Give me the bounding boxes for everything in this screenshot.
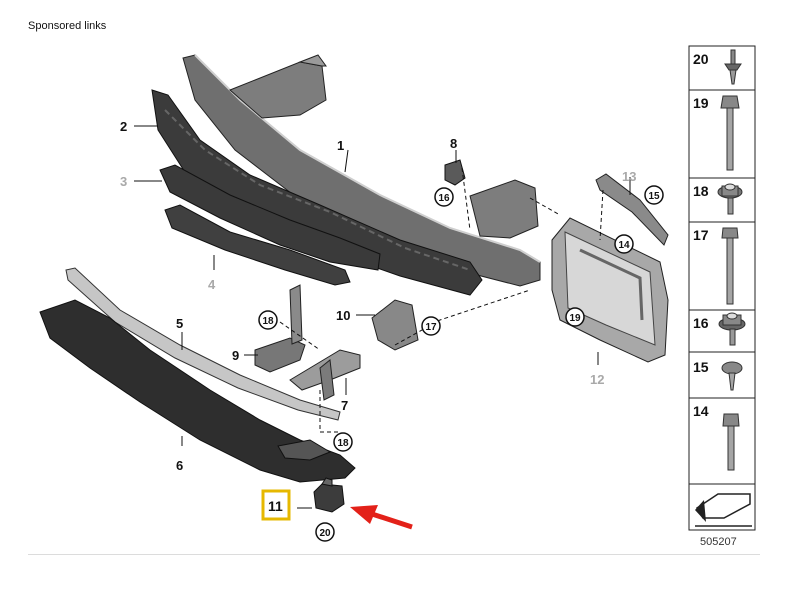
bracket-7[interactable] <box>289 349 361 401</box>
hex-bolt-extra-long-icon <box>721 227 739 305</box>
fastener-17-number: 17 <box>693 227 709 243</box>
fastener-18-cell[interactable]: 18 <box>693 183 743 215</box>
dashed-guide-lines <box>279 167 604 433</box>
circled-label-17: 17 <box>421 316 441 336</box>
svg-text:20: 20 <box>319 528 331 539</box>
pan-head-screw-icon <box>721 361 743 391</box>
fastener-20-cell[interactable]: 20 <box>693 49 742 85</box>
label-part-2: 2 <box>120 119 127 134</box>
bracket-8[interactable] <box>444 159 466 186</box>
circled-label-18-upper: 18 <box>258 310 278 330</box>
svg-text:16: 16 <box>438 193 450 204</box>
fastener-19-cell[interactable]: 19 <box>693 95 740 171</box>
circled-label-14: 14 <box>614 234 634 254</box>
flange-nut-icon <box>718 312 746 346</box>
label-part-9: 9 <box>232 348 239 363</box>
fastener-15-number: 15 <box>693 359 709 375</box>
svg-text:18: 18 <box>262 316 274 327</box>
hex-bolt-long-icon <box>720 95 740 171</box>
hex-bolt-icon <box>722 413 740 471</box>
lower-spoiler[interactable] <box>39 299 356 483</box>
svg-text:18: 18 <box>337 438 349 449</box>
bottom-divider <box>28 554 760 555</box>
fastener-17-cell[interactable]: 17 <box>693 227 739 305</box>
bracket-13[interactable] <box>595 173 669 246</box>
fastener-14-cell[interactable]: 14 <box>693 403 740 471</box>
label-part-10: 10 <box>336 308 350 323</box>
label-part-7: 7 <box>341 398 348 413</box>
bracket-9[interactable] <box>254 284 306 373</box>
label-part-12: 12 <box>590 372 604 387</box>
part-11[interactable] <box>313 477 345 513</box>
highlighted-part-11-label[interactable]: 11 <box>261 489 291 521</box>
bracket-10[interactable] <box>371 299 419 351</box>
push-clip-icon <box>724 49 742 85</box>
fastener-19-number: 19 <box>693 95 709 111</box>
highlight-box <box>261 489 291 521</box>
label-part-6: 6 <box>176 458 183 473</box>
label-part-3: 3 <box>120 174 127 189</box>
diagram-number: 505207 <box>700 536 737 548</box>
pointer-arrow-icon <box>350 505 413 530</box>
collar-nut-icon <box>717 183 743 215</box>
svg-text:14: 14 <box>618 240 630 251</box>
fastener-panel <box>688 45 756 531</box>
fastener-14-number: 14 <box>693 403 709 419</box>
fastener-15-cell[interactable]: 15 <box>693 359 743 391</box>
svg-text:17: 17 <box>425 322 437 333</box>
circled-label-19: 19 <box>565 307 585 327</box>
bumper-carrier[interactable] <box>182 54 541 287</box>
circled-label-16: 16 <box>434 187 454 207</box>
label-part-13: 13 <box>622 169 636 184</box>
label-part-4: 4 <box>208 277 216 292</box>
fastener-16-cell[interactable]: 16 <box>693 312 746 346</box>
trim-strip[interactable] <box>65 267 341 421</box>
fastener-20-number: 20 <box>693 51 709 67</box>
circled-label-20: 20 <box>315 522 335 542</box>
label-part-11: 11 <box>268 498 283 514</box>
side-bracket-12[interactable] <box>551 217 669 363</box>
label-part-1: 1 <box>337 138 344 153</box>
svg-text:19: 19 <box>569 313 581 324</box>
circled-label-18-lower: 18 <box>333 432 353 452</box>
fastener-18-number: 18 <box>693 183 709 199</box>
fastener-16-number: 16 <box>693 315 709 331</box>
label-part-8: 8 <box>450 136 457 151</box>
absorber-insert[interactable] <box>159 164 381 271</box>
svg-text:15: 15 <box>648 191 660 202</box>
sponsored-links-text: Sponsored links <box>28 20 107 32</box>
leader-lines <box>134 125 631 509</box>
label-part-5: 5 <box>176 316 183 331</box>
circled-label-15: 15 <box>644 185 664 205</box>
lower-absorber[interactable] <box>164 204 351 286</box>
forward-direction-icon <box>695 493 752 527</box>
